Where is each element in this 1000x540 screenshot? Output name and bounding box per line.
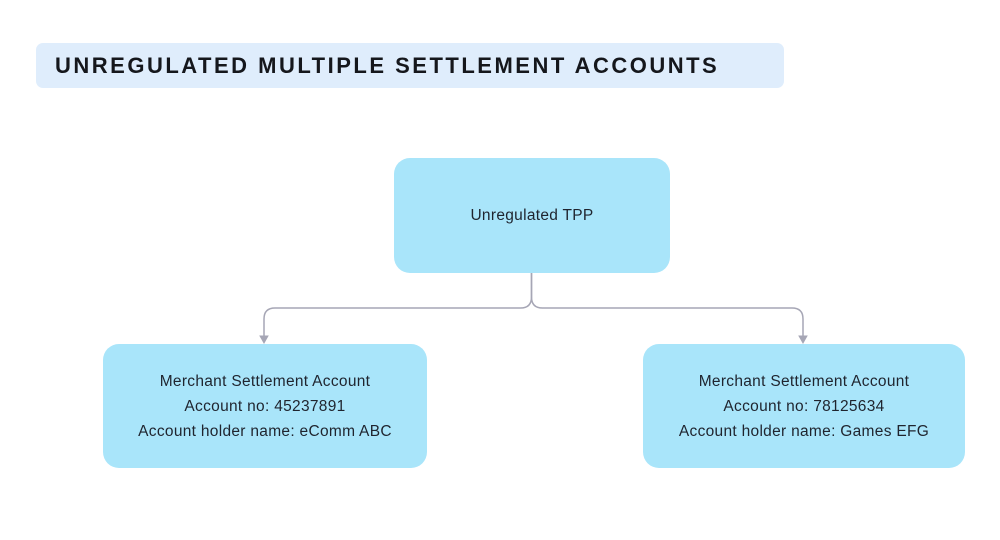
connector-left (263, 273, 533, 337)
arrowhead-left-icon (259, 335, 269, 344)
node-line-account-no: Account no: 45237891 (184, 397, 346, 415)
node-line-title: Merchant Settlement Account (698, 372, 910, 390)
connector-right (530, 273, 804, 337)
node-line-title: Merchant Settlement Account (159, 372, 371, 390)
arrowhead-right-icon (798, 335, 808, 344)
node-line-account-holder: Account holder name: eComm ABC (138, 422, 392, 440)
node-line-account-no: Account no: 78125634 (723, 397, 885, 415)
node-label: Unregulated TPP (470, 206, 594, 224)
node-line-account-holder: Account holder name: Games EFG (678, 422, 930, 440)
diagram-title-banner: UNREGULATED MULTIPLE SETTLEMENT ACCOUNTS (36, 43, 784, 88)
node-merchant-settlement-right: Merchant Settlement Account Account no: … (643, 344, 965, 468)
diagram-title: UNREGULATED MULTIPLE SETTLEMENT ACCOUNTS (55, 52, 720, 78)
node-merchant-settlement-left: Merchant Settlement Account Account no: … (103, 344, 427, 468)
node-unregulated-tpp: Unregulated TPP (394, 158, 670, 273)
